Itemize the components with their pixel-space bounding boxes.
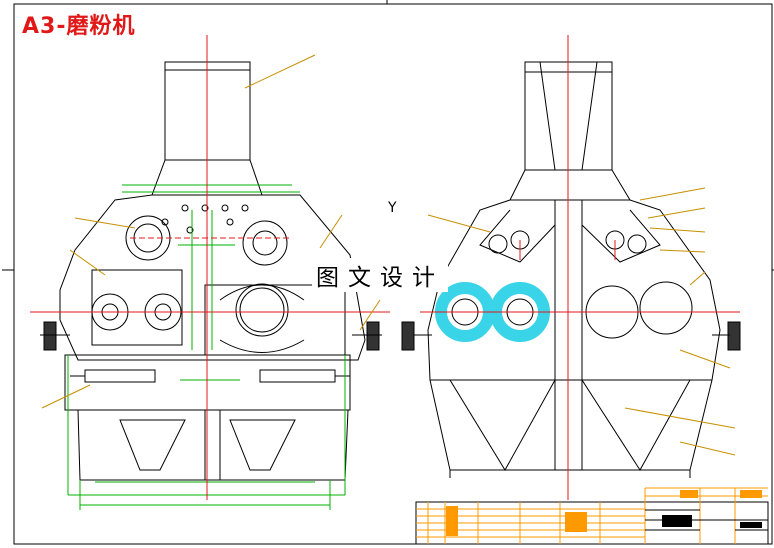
left-cylinder-2 [259, 369, 336, 383]
right-handwheel-right [727, 321, 741, 351]
left-handwheel-left [43, 321, 57, 351]
left-lower-hopper-2 [229, 419, 296, 471]
left-base [77, 409, 349, 481]
right-handwheel-left [401, 321, 415, 351]
outer-frame [13, 3, 773, 545]
right-feed-roller-4 [627, 234, 647, 254]
left-lower-hopper-1 [119, 419, 186, 471]
right-centerlines [420, 35, 740, 500]
left-leader-lines [41, 54, 381, 409]
left-housing [59, 194, 366, 361]
title-block [415, 487, 769, 545]
view-direction-mark: Y [388, 200, 397, 216]
left-handwheel-right [366, 321, 380, 351]
left-gearbox [242, 220, 288, 266]
left-cylinder-1 [84, 369, 156, 383]
left-centerlines [30, 35, 390, 500]
right-feed-roller-1 [488, 234, 508, 254]
drawing-title: A3-磨粉机 [22, 14, 136, 39]
right-grinding-roller-4 [639, 281, 693, 335]
right-leader-lines [427, 187, 736, 456]
right-lower-hopper-left [449, 379, 556, 471]
right-feed-hopper [509, 61, 631, 201]
right-lower-hopper-right [581, 379, 691, 471]
left-roller-3 [235, 283, 289, 337]
right-elevation-view [401, 61, 741, 478]
watermark-label: 图文设计 [312, 258, 448, 292]
